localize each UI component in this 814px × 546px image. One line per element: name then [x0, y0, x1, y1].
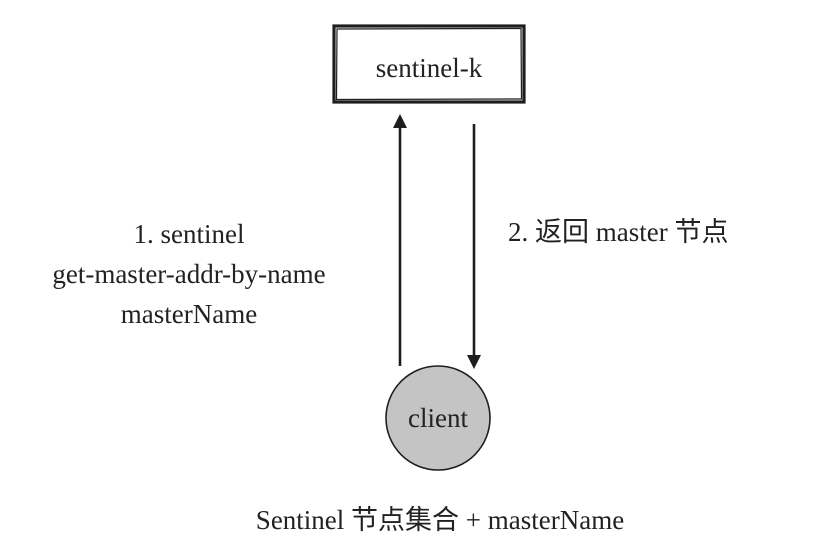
request-label-line-2: get-master-addr-by-name [52, 259, 326, 289]
request-label-line-1: 1. sentinel [133, 219, 245, 249]
request-label-line-3: masterName [120, 299, 258, 329]
client-node-label: client [408, 403, 468, 433]
sentinel-box-outer [332, 24, 526, 104]
client-circle [385, 365, 491, 471]
sentinel-box-inner [335, 27, 523, 101]
client-node [385, 365, 491, 471]
sentinel-node-label: sentinel-k [375, 53, 483, 83]
response-edge-label: 2. 返回 master 节点 [508, 217, 729, 247]
diagram-caption: Sentinel 节点集合 + masterName [255, 505, 625, 535]
request-edge-label: 1. sentinel get-master-addr-by-name mast… [14, 214, 364, 334]
sentinel-node [332, 24, 526, 104]
